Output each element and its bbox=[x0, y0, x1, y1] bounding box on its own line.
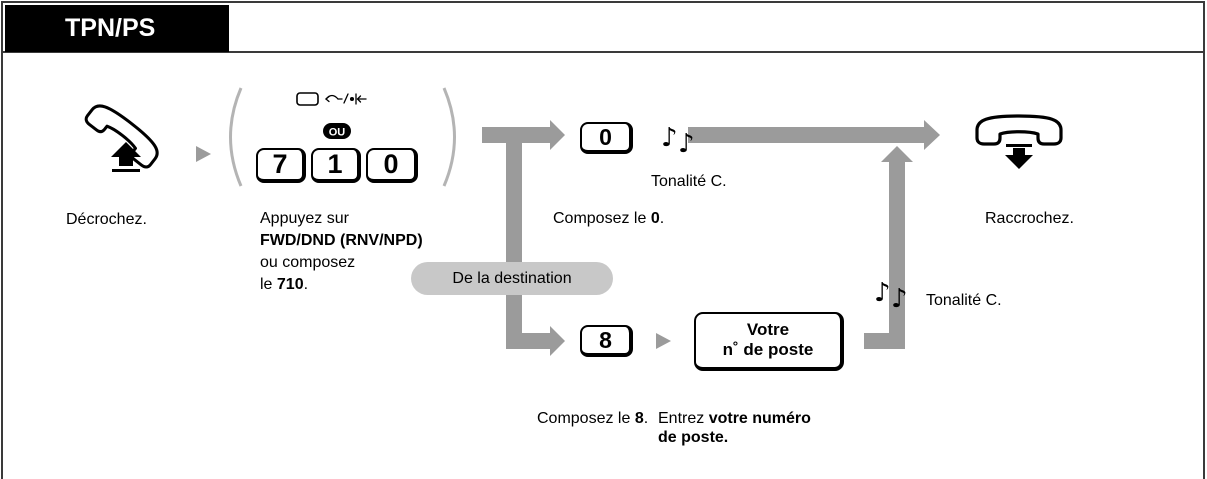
enter-extension-label-line1: Entrez votre numéro bbox=[658, 409, 811, 428]
header-tab-label: TPN/PS bbox=[65, 14, 156, 42]
press-label-line4: le 710. bbox=[260, 275, 308, 294]
music-note-icon: ♪ bbox=[891, 284, 908, 314]
right-bracket bbox=[442, 87, 456, 187]
flow-arrow-to-on-hook bbox=[688, 120, 940, 150]
left-bracket bbox=[229, 87, 243, 187]
flow-arrow-to-cancel bbox=[482, 120, 565, 150]
press-label-line1: Appuyez sur bbox=[260, 210, 349, 227]
cancel-label-key: 0 bbox=[650, 210, 660, 227]
dial-8-label-prefix: Composez le bbox=[537, 410, 635, 427]
dial-key-1: 1 bbox=[311, 148, 361, 183]
music-note-icon: ♪ bbox=[678, 129, 695, 159]
music-note-icon: ♪ bbox=[661, 123, 678, 153]
dial-8-label: Composez le 8. bbox=[537, 409, 648, 428]
frame-top-border bbox=[1, 1, 1205, 3]
enter-extension-prefix: Entrez bbox=[658, 410, 709, 427]
frame-left-border bbox=[1, 1, 3, 479]
step-arrow-icon bbox=[196, 146, 211, 162]
fwd-dnd-icon bbox=[324, 93, 367, 105]
flow-arrow-return bbox=[864, 146, 913, 349]
off-hook-label: Décrochez. bbox=[66, 211, 147, 228]
flexible-button-icon bbox=[296, 92, 319, 106]
up-arrow-base bbox=[112, 169, 140, 172]
frame-right-border bbox=[1203, 1, 1205, 479]
branch-label-pill: De la destination bbox=[411, 262, 613, 295]
press-label-line2: FWD/DND (RNV/NPD) bbox=[260, 232, 423, 249]
on-hook-label: Raccrochez. bbox=[985, 210, 1074, 227]
dial-key-0: 0 bbox=[366, 148, 418, 183]
header-divider bbox=[1, 51, 1205, 53]
dial-key-7: 7 bbox=[256, 148, 306, 183]
dial-8-label-suffix: . bbox=[643, 410, 649, 427]
press-label-prefix: le bbox=[260, 276, 277, 293]
down-arrow-icon bbox=[1005, 148, 1033, 169]
press-label-code: 710 bbox=[276, 276, 304, 293]
up-arrow-icon bbox=[111, 142, 141, 166]
flow-arrow-from-destination bbox=[506, 326, 565, 356]
tone-label-destination: Tonalité C. bbox=[926, 292, 1002, 309]
enter-extension-label-line2: de poste. bbox=[658, 429, 729, 446]
step-arrow-icon bbox=[656, 333, 671, 349]
down-arrow-base bbox=[1006, 144, 1032, 147]
extension-number-box: Votre n˚ de poste bbox=[694, 312, 844, 371]
press-label-line3: ou composez bbox=[260, 254, 356, 271]
dial-key-8: 8 bbox=[580, 325, 633, 357]
header-tab: TPN/PS bbox=[5, 5, 229, 52]
off-hook-handset-icon bbox=[84, 104, 159, 172]
dial-8-label-key: 8 bbox=[634, 410, 644, 427]
enter-extension-bold1: votre numéro bbox=[708, 410, 811, 427]
flow-split-bar bbox=[506, 127, 522, 349]
or-badge: OU bbox=[323, 123, 351, 139]
cancel-label-suffix: . bbox=[659, 210, 665, 227]
extension-box-line1: Votre bbox=[746, 320, 790, 339]
on-hook-handset-icon bbox=[975, 114, 1063, 169]
cancel-label: Composez le 0. bbox=[553, 209, 664, 228]
tone-label-cancel: Tonalité C. bbox=[651, 173, 727, 190]
dial-key-cancel-0: 0 bbox=[580, 122, 633, 154]
music-note-icon: ♪ bbox=[874, 278, 891, 308]
extension-box-line2: n˚ de poste bbox=[722, 340, 814, 359]
press-label-suffix: . bbox=[303, 276, 309, 293]
or-label: OU bbox=[329, 127, 346, 139]
cancel-label-prefix: Composez le bbox=[553, 210, 651, 227]
